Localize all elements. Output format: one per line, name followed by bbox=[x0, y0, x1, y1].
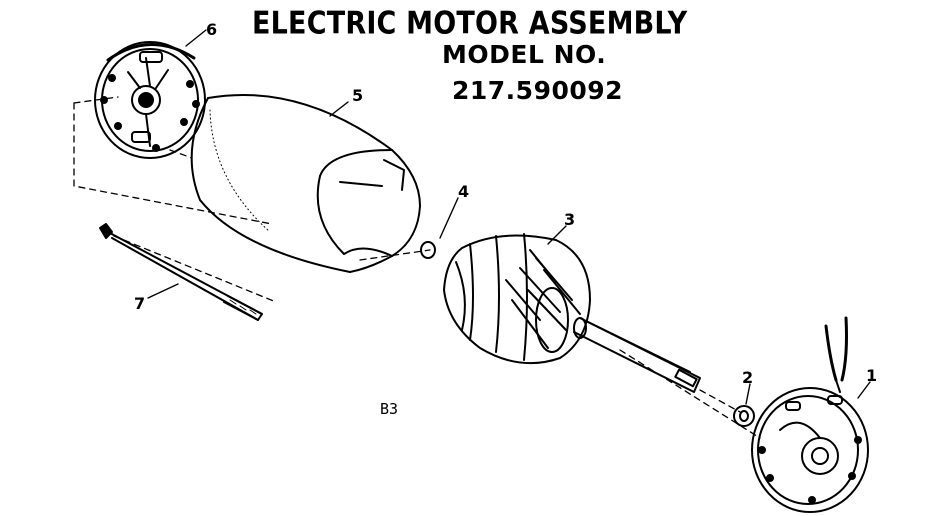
diagram-title: ELECTRIC MOTOR ASSEMBLY bbox=[252, 6, 688, 42]
end-bell-right bbox=[751, 316, 869, 513]
armature bbox=[443, 233, 701, 393]
callout-5: 5 bbox=[352, 86, 364, 105]
leader-lines bbox=[147, 29, 871, 405]
callout-1: 1 bbox=[866, 366, 878, 385]
diagram-code: B3 bbox=[380, 400, 399, 418]
callout-2: 2 bbox=[742, 368, 754, 387]
callout-6: 6 bbox=[206, 20, 218, 39]
assembly-guide-lines bbox=[73, 96, 761, 439]
callout-3: 3 bbox=[564, 210, 576, 229]
through-bolt bbox=[99, 223, 263, 321]
thrust-washer bbox=[420, 241, 436, 259]
washer-small bbox=[733, 405, 755, 427]
model-number: 217.590092 bbox=[452, 76, 624, 105]
end-bell-left bbox=[94, 41, 206, 159]
callout-4: 4 bbox=[458, 182, 470, 201]
motor-shell bbox=[190, 93, 421, 273]
model-label: MODEL NO. bbox=[442, 40, 607, 69]
callout-7: 7 bbox=[134, 294, 146, 313]
